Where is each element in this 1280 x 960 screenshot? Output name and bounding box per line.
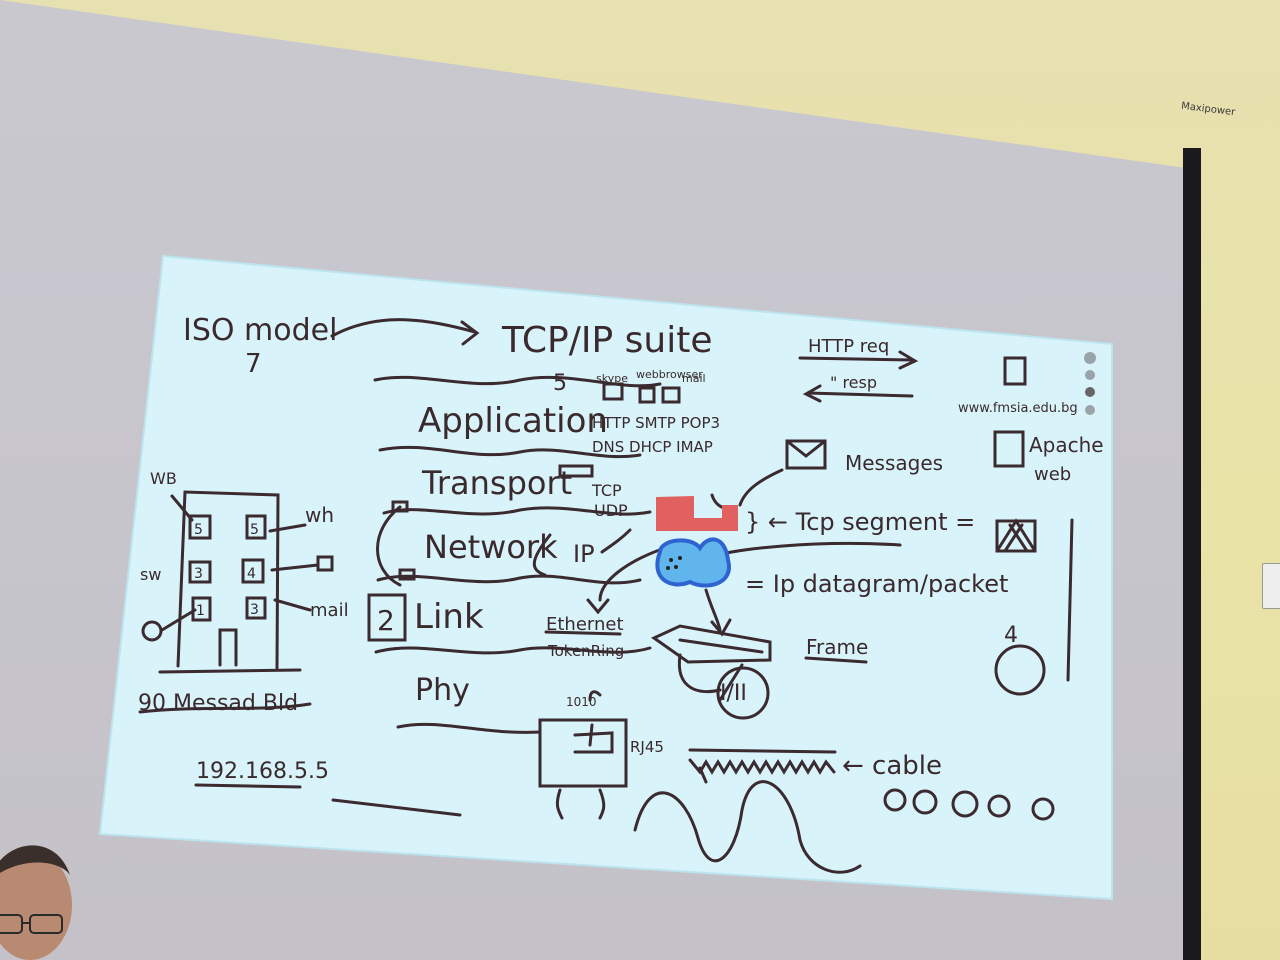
room-number: 1 [196,603,205,619]
http-req-label: HTTP req [808,336,889,357]
messages-label: Messages [845,451,943,475]
frame-label: Frame [806,635,868,659]
http-resp-label: " resp [830,373,877,392]
app-protocols-row1: HTTP SMTP POP3 [592,414,720,432]
network-layer-label: Network [424,528,558,566]
token-ring-label: TokenRing [547,642,624,660]
link-layer-label: Link [414,597,484,637]
app-mail-label: mail [682,372,706,385]
app-skype-label: skype [596,372,628,385]
iso-model-label: ISO model [183,313,337,348]
ip-label: IP [573,540,595,568]
roman-label: I/II [720,681,747,706]
wb-label: WB [150,469,177,488]
rj45-label: RJ45 [630,738,664,756]
mail-label: mail [310,600,349,621]
settings-tool-icon[interactable] [1085,405,1095,415]
number-four-label: 4 [1004,623,1018,648]
room-number: 5 [194,522,203,538]
tcpip-suite-label: TCP/IP suite [501,320,712,361]
wall-switch [1262,563,1280,609]
address-label: 90 Messad Bld [138,691,298,716]
tcp-segment-label: } ← Tcp segment = [745,508,975,536]
room-number: 3 [250,602,259,618]
ip-address-label: 192.168.5.5 [196,759,329,784]
web-label: wh [305,503,334,527]
sw-label: sw [140,565,161,584]
ip-datagram-label: = Ip datagram/packet [745,570,1008,598]
application-layer-label: Application [418,401,608,441]
hand-drawn-lines [138,318,1074,874]
layer-two-label: 2 [377,604,395,637]
tcpip-layers-label: 5 [553,371,567,396]
tcp-segment-block [656,496,738,531]
apache-web-label: web [1034,464,1071,485]
apache-label: Apache [1029,433,1104,457]
ip-datagram-blob [655,537,732,588]
whiteboard-surface [98,254,1113,901]
pen-tool-icon[interactable] [1084,352,1096,364]
screen-edge [1183,148,1201,960]
presenter-head [0,845,72,960]
room-number: 4 [247,566,256,582]
room-number: 3 [194,566,203,582]
url-label: www.fmsia.edu.bg [958,401,1078,416]
cable-label: ← cable [842,751,942,781]
room-number: 5 [250,522,259,538]
app-protocols-row2: DNS DHCP IMAP [592,438,713,456]
tcp-label: TCP [591,481,622,500]
iso-layers-label: 7 [245,349,262,379]
bits-label: 1010 [566,695,597,709]
ethernet-label: Ethernet [546,614,624,635]
eraser-tool-icon[interactable] [1085,370,1095,380]
app-browser-label: webbrowser [636,368,703,381]
transport-layer-label: Transport [421,464,572,502]
phy-layer-label: Phy [415,673,470,708]
udp-label: UDP [594,501,628,520]
color-tool-icon[interactable] [1085,387,1095,397]
